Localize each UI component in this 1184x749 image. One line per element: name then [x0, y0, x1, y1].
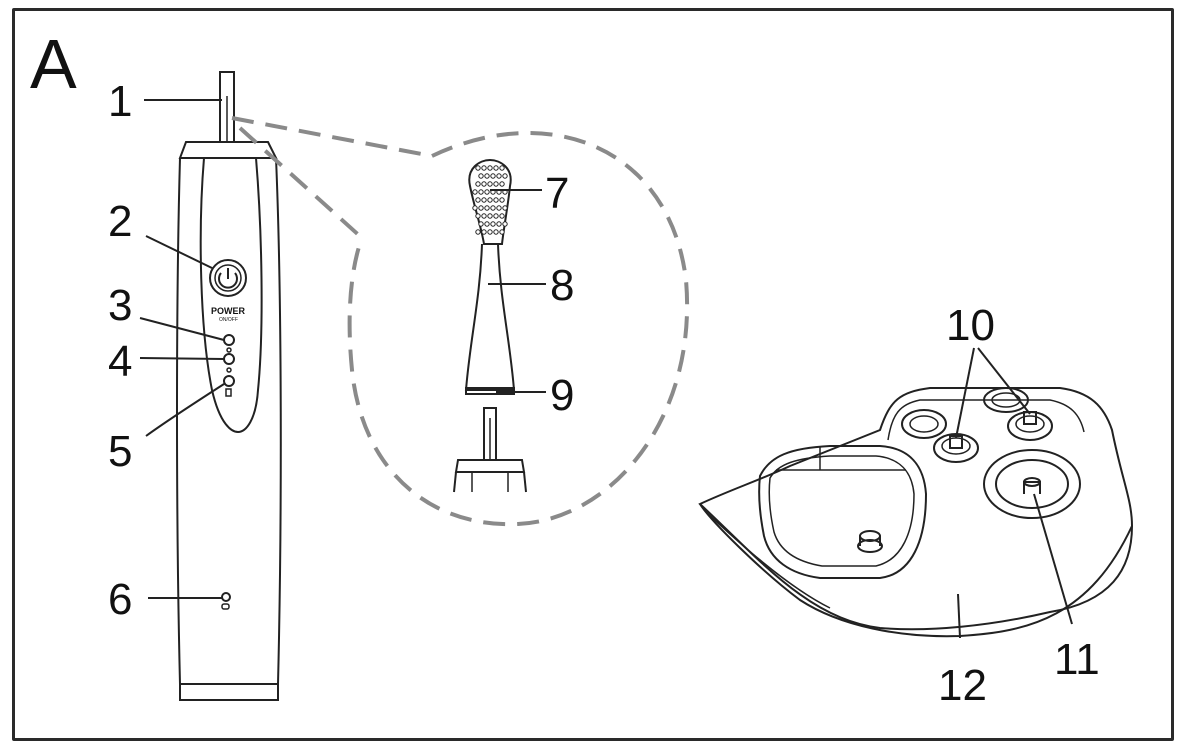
leader-lines-middle — [488, 189, 546, 393]
callout-8: 8 — [550, 261, 574, 310]
charging-well — [983, 449, 1081, 519]
magnifier-callout — [231, 116, 690, 527]
bristle-dot — [481, 197, 487, 203]
bristle-dot — [484, 205, 490, 211]
bristle-dot — [499, 213, 505, 219]
bristle-dot — [493, 229, 499, 235]
callout-10: 10 — [946, 301, 995, 350]
indicator-3 — [223, 334, 235, 346]
bristle-dot — [502, 173, 508, 179]
bristle-dot — [472, 205, 478, 211]
bristle-dot — [493, 197, 499, 203]
callout-5: 5 — [108, 427, 132, 476]
bristle-dot — [496, 205, 502, 211]
power-icon — [218, 272, 238, 289]
bristle-dot — [478, 205, 484, 211]
callout-labels: 1 2 3 4 5 6 7 8 9 10 11 12 — [108, 77, 1100, 710]
bristle-dot — [478, 221, 484, 227]
bristle-dot — [481, 181, 487, 187]
power-button-sublabel: ON/OFF — [219, 317, 238, 323]
leader-lines-left — [139, 99, 225, 599]
callout-9: 9 — [550, 371, 574, 420]
figure-frame — [12, 8, 1174, 741]
bristle-dot — [484, 221, 490, 227]
panel-label: A — [30, 25, 77, 103]
bristle-dot — [499, 181, 505, 187]
callout-2: 2 — [108, 197, 132, 246]
callout-3: 3 — [108, 281, 132, 330]
bristle-dot — [499, 229, 505, 235]
bristle-dot — [496, 173, 502, 179]
power-button — [209, 259, 247, 297]
charging-base — [698, 387, 1134, 638]
bristle-dot — [481, 165, 487, 171]
handle-well — [758, 445, 928, 579]
bristle-dot — [481, 213, 487, 219]
callout-7: 7 — [545, 169, 569, 218]
bristle-dot — [478, 173, 484, 179]
bristle-dot — [487, 181, 493, 187]
callout-6: 6 — [108, 575, 132, 624]
bristle-dot — [487, 197, 493, 203]
bristle-dot — [490, 205, 496, 211]
bristle-dot — [478, 189, 484, 195]
shaft-closeup — [453, 407, 527, 493]
bristle-dot — [493, 165, 499, 171]
bristle-dot — [490, 221, 496, 227]
bristle-dot — [475, 229, 481, 235]
bristle-dot — [475, 181, 481, 187]
bristle-dot — [484, 189, 490, 195]
callout-11: 11 — [1054, 635, 1100, 684]
brush-neck — [464, 243, 516, 391]
bristle-dot — [484, 173, 490, 179]
bristle-dot — [487, 229, 493, 235]
bristle-dot — [502, 205, 508, 211]
callout-1: 1 — [108, 77, 132, 126]
front-panel — [199, 157, 263, 434]
power-button-label: POWER — [211, 306, 246, 316]
bristle-dot — [496, 221, 502, 227]
indicator-6 — [221, 592, 231, 602]
bristle-dot — [487, 213, 493, 219]
brush-head — [464, 158, 516, 395]
handle-base — [179, 683, 279, 701]
bristle-dot — [475, 165, 481, 171]
bristle-dot — [502, 221, 508, 227]
bristle-dot — [493, 181, 499, 187]
leader-lines-right — [955, 347, 1073, 639]
bristle-dot — [499, 197, 505, 203]
bristle-dot — [472, 189, 478, 195]
bristle-dot — [490, 173, 496, 179]
callout-12: 12 — [938, 661, 987, 710]
bristle-dot — [475, 213, 481, 219]
bristle-dot — [475, 197, 481, 203]
bristles — [468, 158, 512, 245]
bristle-dot — [481, 229, 487, 235]
bristle-dot — [487, 165, 493, 171]
bristle-dots — [472, 165, 508, 235]
indicator-5 — [223, 375, 235, 387]
charging-post — [1023, 481, 1041, 494]
bristle-dot — [493, 213, 499, 219]
callout-4: 4 — [108, 337, 132, 386]
bristle-dot — [499, 165, 505, 171]
handle-top-cap — [178, 141, 278, 159]
indicator-4 — [223, 353, 235, 365]
toothbrush-handle: POWER ON/OFF — [176, 71, 282, 701]
